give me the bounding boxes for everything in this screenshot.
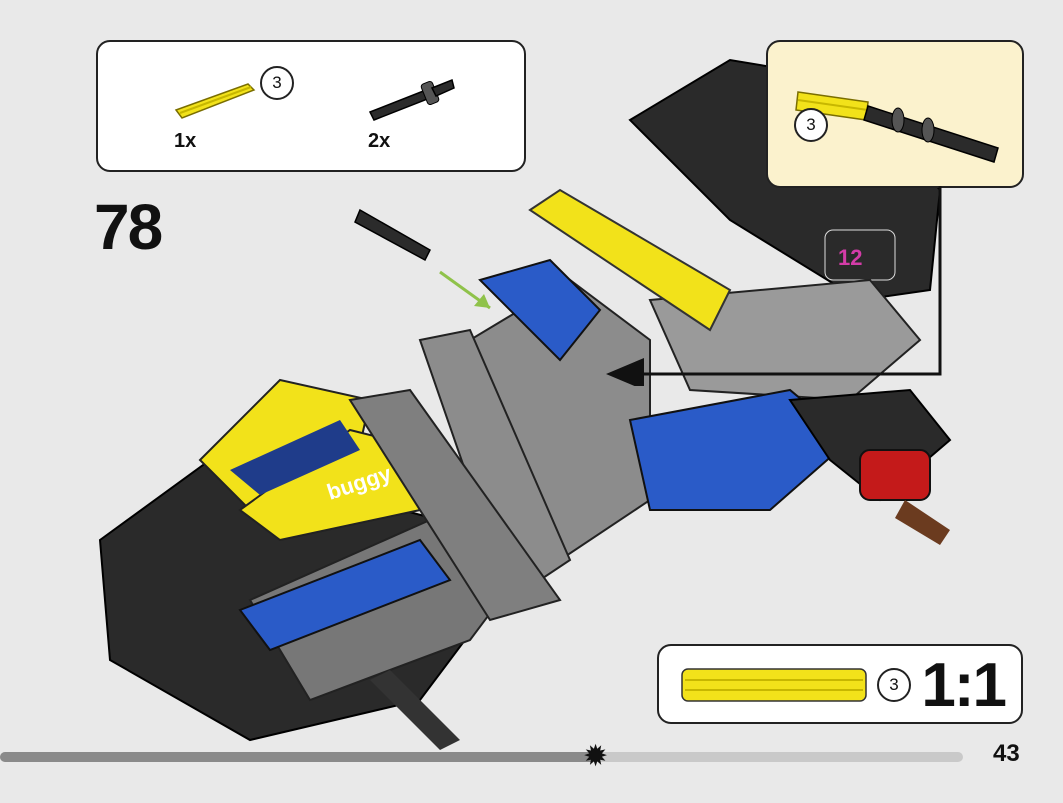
scale-box: 3 1:1 [657, 644, 1023, 724]
svg-text:12: 12 [838, 245, 862, 270]
callout-axle-assembly [795, 91, 999, 163]
scale-label: 1:1 [921, 651, 1007, 720]
callout-pointer-arrow [606, 186, 942, 386]
yellow-axle-quantity: 1x [174, 130, 197, 152]
progress-bar [0, 752, 963, 762]
progress-fill [0, 752, 598, 762]
parts-list-box: 3 1x 2x [96, 40, 526, 172]
callout-box: 3 [766, 40, 1024, 188]
progress-marker-icon: ✹ [583, 740, 609, 773]
step-number: 78 [94, 191, 163, 263]
scale-size-badge: 3 [877, 668, 911, 702]
page-number: 43 [993, 740, 1020, 767]
callout-size-badge: 3 [794, 108, 828, 142]
yellow-axle-size-badge: 3 [260, 66, 294, 100]
black-pin-axle-part [368, 78, 455, 121]
black-pin-axle-quantity: 2x [368, 130, 391, 152]
yellow-axle-scale-drawing [681, 668, 867, 702]
yellow-axle-part [174, 83, 256, 119]
